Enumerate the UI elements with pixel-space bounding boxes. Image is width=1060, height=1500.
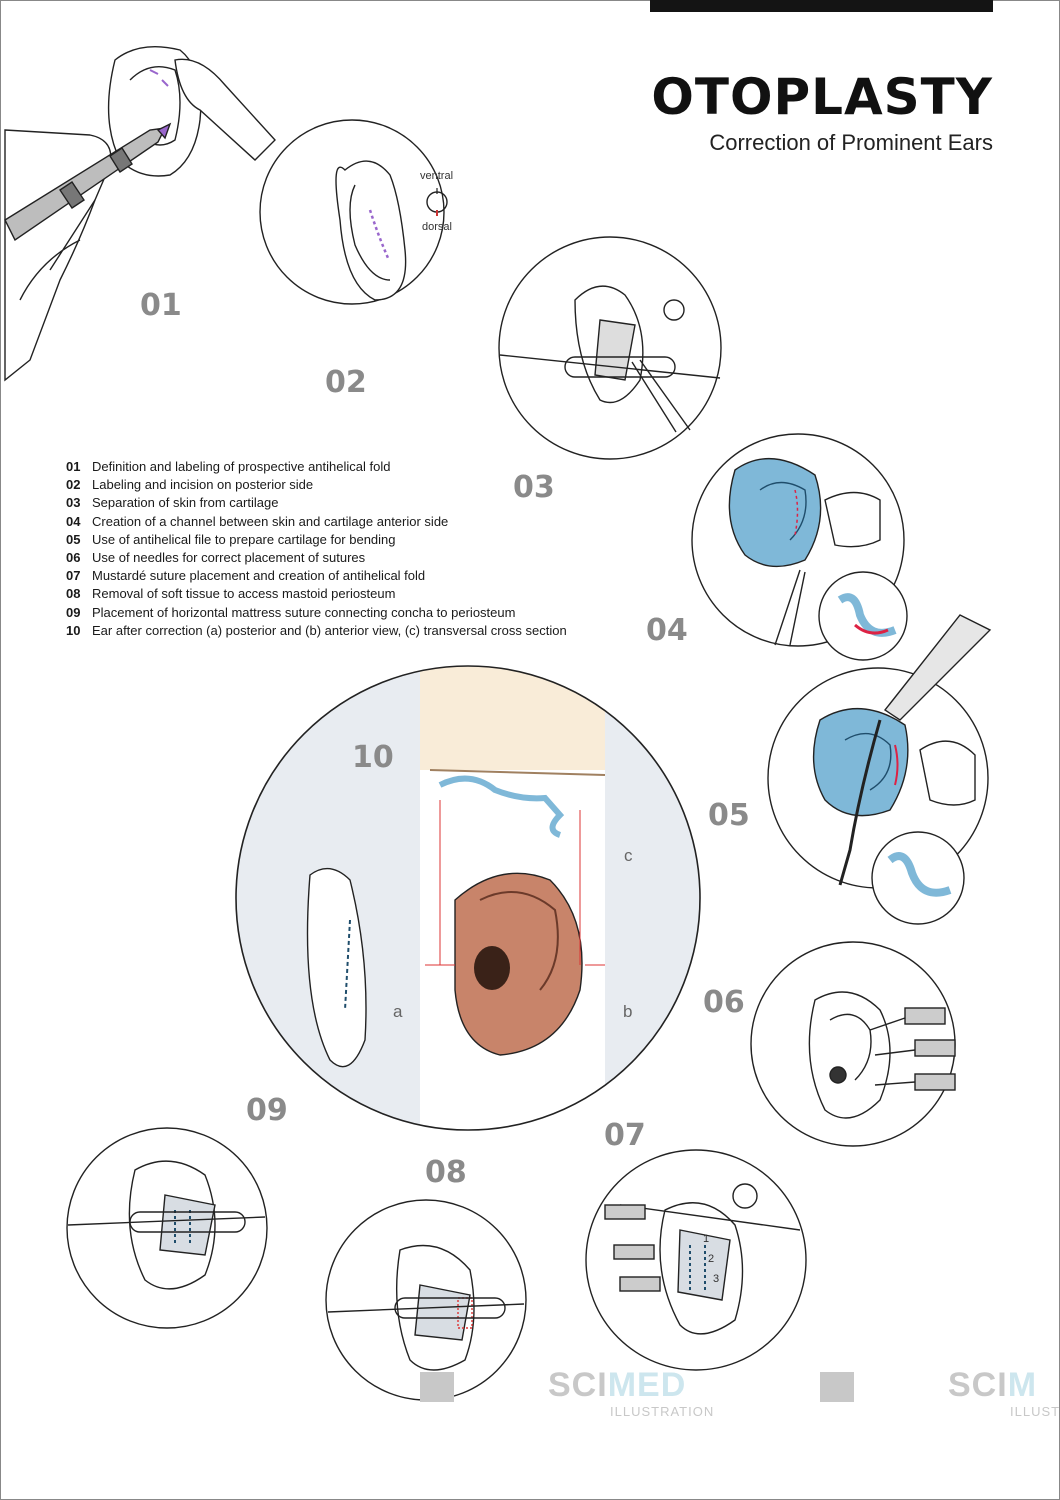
illustration-09 bbox=[66, 1127, 268, 1329]
top-bar bbox=[650, 0, 993, 12]
illustration-05 bbox=[767, 614, 992, 925]
illustration-01 bbox=[4, 45, 276, 382]
step-number-05: 05 bbox=[708, 798, 750, 833]
watermark-sub-repeat: ILLUSTR bbox=[1010, 1404, 1060, 1419]
step-number-03: 03 bbox=[513, 470, 555, 505]
illustration-10 bbox=[235, 665, 701, 1131]
watermark-sub: ILLUSTRATION bbox=[610, 1404, 715, 1419]
page-title: OTOPLASTY bbox=[651, 68, 993, 126]
illustration-07 bbox=[585, 1149, 807, 1371]
step-number-08: 08 bbox=[425, 1155, 467, 1190]
step-number-10: 10 bbox=[352, 740, 394, 775]
step-number-04: 04 bbox=[646, 613, 688, 648]
view-label-a: a bbox=[393, 1002, 403, 1021]
view-label-b: b bbox=[623, 1002, 633, 1021]
page-subtitle: Correction of Prominent Ears bbox=[709, 130, 993, 155]
suture-number-2: 2 bbox=[708, 1253, 715, 1265]
view-label-c: c bbox=[624, 846, 633, 865]
illustration-03 bbox=[498, 236, 722, 460]
orientation-dorsal: dorsal bbox=[422, 221, 452, 233]
watermark-brand: SCIMED bbox=[548, 1366, 687, 1404]
watermark-brand-repeat: SCIM bbox=[948, 1366, 1038, 1404]
watermark-logo-1 bbox=[420, 1372, 454, 1402]
illustration-04 bbox=[691, 433, 908, 661]
suture-number-1: 1 bbox=[703, 1233, 710, 1245]
step-number-09: 09 bbox=[246, 1093, 288, 1128]
step-number-01: 01 bbox=[140, 288, 182, 323]
watermark-logo-2 bbox=[820, 1372, 854, 1402]
step-number-06: 06 bbox=[703, 985, 745, 1020]
step-number-07: 07 bbox=[604, 1118, 646, 1153]
orientation-ventral: ventral bbox=[420, 170, 454, 182]
illustration-08 bbox=[325, 1199, 527, 1401]
step-number-02: 02 bbox=[325, 365, 367, 400]
illustration-02 bbox=[259, 119, 448, 305]
illustration-06 bbox=[750, 941, 956, 1147]
suture-number-3: 3 bbox=[713, 1273, 720, 1285]
